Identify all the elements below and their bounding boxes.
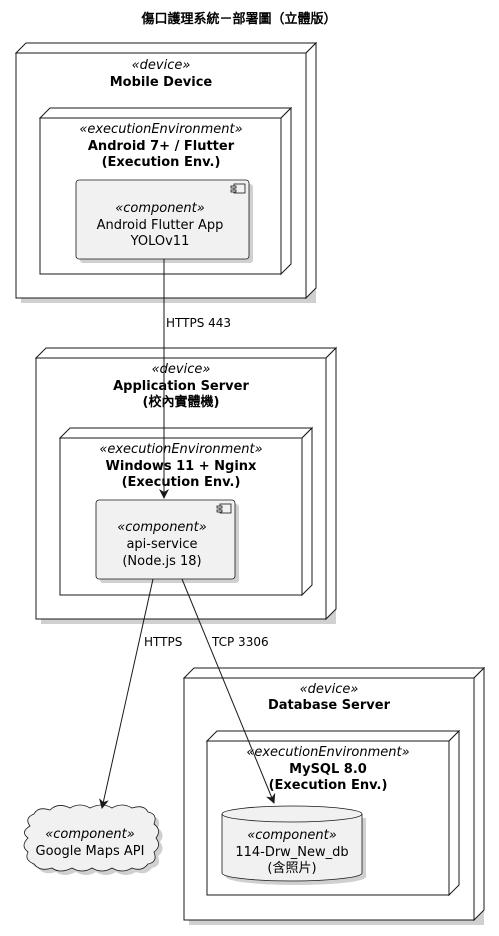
env-name-line1: Android 7+ / Flutter — [88, 139, 235, 154]
node-name-database-server: Database Server — [268, 698, 391, 713]
stereotype-device: «device» — [152, 362, 211, 377]
cloud-google-maps-api: «component» Google Maps API — [23, 804, 163, 875]
database-114-drw-new-db: «component» 114-Drw_New_db (含照片) — [221, 805, 366, 885]
component-android-flutter-app: «component» Android Flutter App YOLOv11 — [75, 179, 253, 263]
connection-api-to-db: TCP 3306 — [181, 578, 276, 804]
database-name-line1: 114-Drw_New_db — [235, 845, 348, 860]
connection-api-to-maps: HTTPS — [99, 578, 182, 809]
component-icon — [230, 183, 246, 194]
component-name-line1: Android Flutter App — [97, 218, 224, 233]
env-name-line2: (Execution Env.) — [102, 155, 221, 170]
stereotype-device: «device» — [132, 58, 191, 73]
node-name-line1: Application Server — [113, 379, 249, 394]
env-name-line1: Windows 11 + Nginx — [106, 459, 257, 474]
node-name-mobile-device: Mobile Device — [110, 75, 213, 90]
cloud-name: Google Maps API — [36, 844, 145, 859]
connection-label-https: HTTPS — [144, 635, 182, 649]
component-name-line2: (Node.js 18) — [122, 554, 201, 569]
stereotype-execution-environment: «executionEnvironment» — [79, 122, 242, 137]
component-api-service: «component» api-service (Node.js 18) — [95, 499, 239, 583]
connection-label-tcp-3306: TCP 3306 — [211, 635, 269, 649]
node-name-line2: (校內實體機) — [143, 394, 220, 410]
component-name-line1: api-service — [126, 537, 197, 552]
connection-label-https-443: HTTPS 443 — [166, 316, 231, 330]
stereotype-component: «component» — [247, 828, 337, 843]
env-name-line1: MySQL 8.0 — [289, 762, 367, 777]
stereotype-execution-environment: «executionEnvironment» — [99, 442, 262, 457]
stereotype-component: «component» — [117, 520, 207, 535]
connection-app-to-api: HTTPS 443 — [159, 259, 231, 499]
stereotype-execution-environment: «executionEnvironment» — [246, 745, 409, 760]
stereotype-device: «device» — [300, 682, 359, 697]
stereotype-component: «component» — [45, 827, 135, 842]
env-name-line2: (Execution Env.) — [122, 475, 241, 490]
diagram-title: 傷口護理系統－部署圖（立體版） — [140, 11, 336, 27]
component-icon — [216, 503, 232, 514]
env-name-line2: (Execution Env.) — [269, 778, 388, 793]
stereotype-component: «component» — [115, 201, 205, 216]
component-name-line2: YOLOv11 — [130, 234, 190, 249]
database-name-line2: (含照片) — [267, 860, 316, 876]
